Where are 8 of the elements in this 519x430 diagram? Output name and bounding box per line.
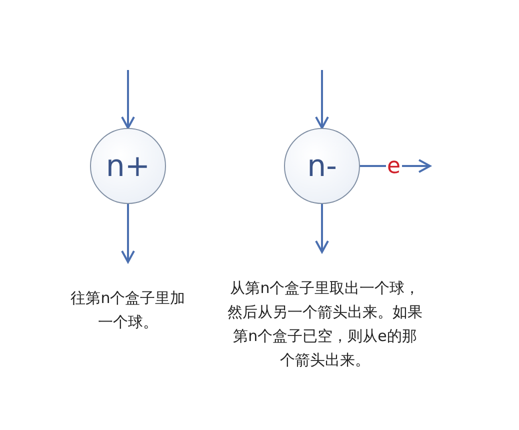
description-text: 从第n个盒子里取出一个球，然后从另一个箭头出来。如果第n个盒子已空，则从e的那个箭头出来。	[226, 278, 424, 371]
description-text: 往第n个盒子里加一个球。	[70, 288, 186, 333]
arrow	[315, 70, 329, 129]
node-label: n+	[106, 148, 150, 184]
arrow	[121, 204, 135, 263]
node-label: n-	[307, 148, 337, 184]
arrow	[315, 204, 329, 253]
arrow	[121, 70, 135, 129]
